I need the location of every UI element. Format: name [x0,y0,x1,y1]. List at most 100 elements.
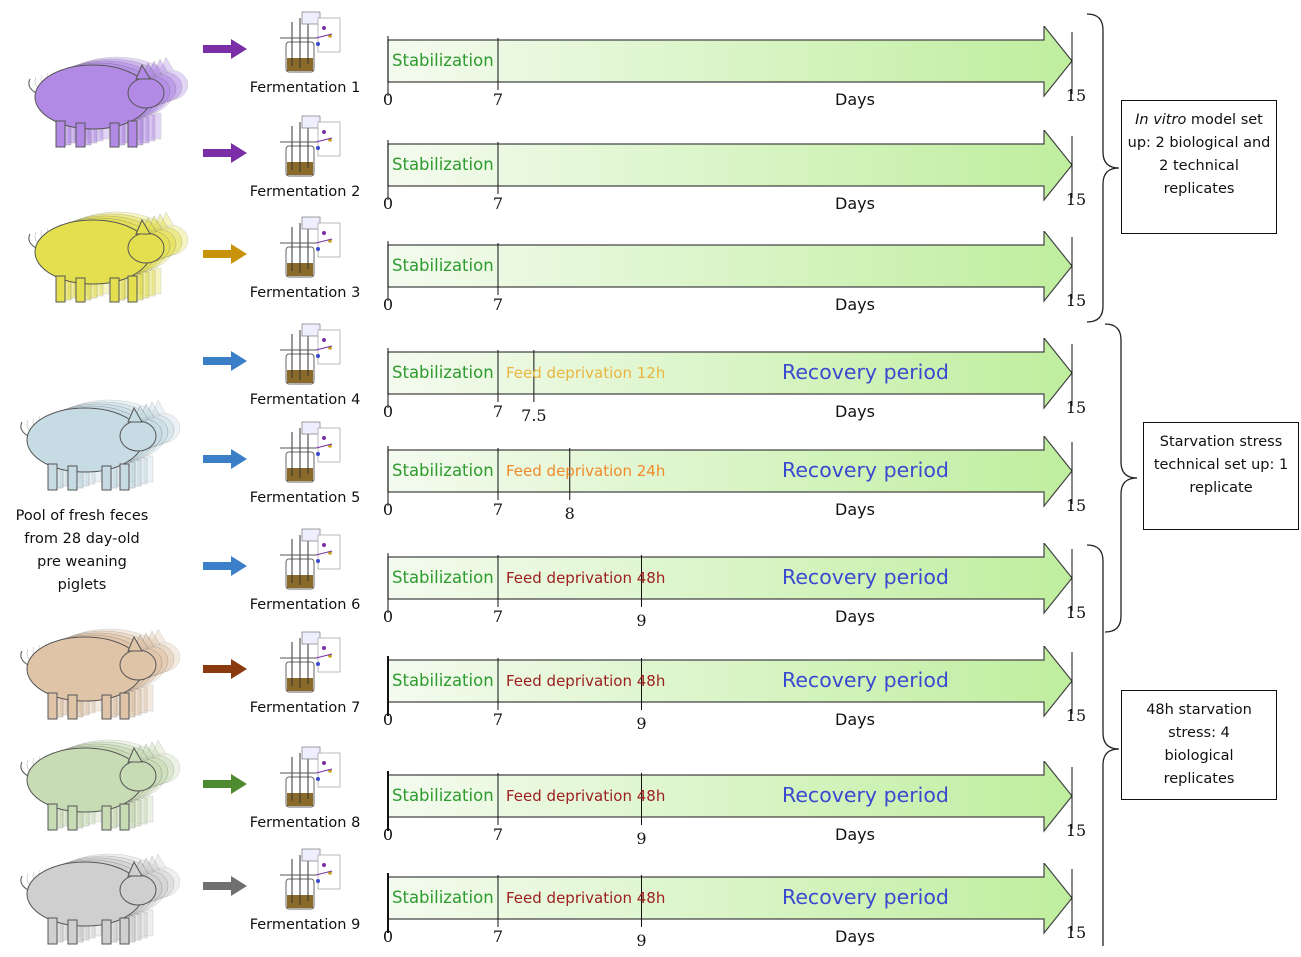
day-tick-label: 0 [382,825,394,844]
piglet-image [28,56,188,148]
fermenter-icon [280,216,341,278]
right-arrow-icon [203,659,247,679]
day-tick-label: 8 [564,504,575,523]
recovery-period-label: Recovery period [782,565,949,589]
recovery-period-label: Recovery period [782,885,949,909]
timeline-arrow [387,436,1073,508]
day-tick-label: 7 [492,710,504,729]
fermentation-row: Fermentation 5 Stabilization Feed depriva… [0,418,1301,523]
day-tick-label: 7.5 [521,406,547,425]
day-tick-label: 15 [1065,923,1087,942]
days-axis-label: Days [835,402,875,421]
day-tick-label: 0 [382,194,394,213]
note-text: Starvation stress technical set up: 1 re… [1153,434,1289,496]
fermenter-icon [280,746,341,808]
timeline-arrow [387,646,1073,718]
fermenter-icon [280,323,341,385]
timeline-arrow [387,231,1073,303]
day-tick-label: 15 [1065,706,1087,725]
fermentation-label: Fermentation 9 [249,917,361,933]
day-tick-label: 7 [492,194,504,213]
days-axis-label: Days [835,500,875,519]
right-arrow-icon [203,774,247,794]
day-tick-label: 7 [492,825,504,844]
note-starvation-setup: Starvation stress technical set up: 1 re… [1143,422,1299,530]
fermenter-icon [280,11,341,73]
pool-caption-line: from 28 day-old [24,531,140,547]
piglet-image [20,399,180,491]
recovery-period-label: Recovery period [782,458,949,482]
days-axis-label: Days [835,194,875,213]
piglet-image [20,628,180,720]
day-tick-label: 0 [382,710,394,729]
recovery-period-label: Recovery period [782,668,949,692]
fermentation-row: Fermentation 7 Stabilization Feed depriva… [0,628,1301,733]
day-tick-label: 9 [636,714,647,733]
day-tick-label: 9 [636,829,647,848]
stabilization-label: Stabilization [392,786,494,805]
fermentation-row: Fermentation 9 Stabilization Feed depriva… [0,845,1301,950]
day-tick-label: 9 [636,611,647,630]
day-tick-label: 0 [382,295,394,314]
day-tick-label: 7 [492,402,504,421]
feed-deprivation-label: Feed deprivation 24h [506,462,666,480]
stabilization-label: Stabilization [392,671,494,690]
days-axis-label: Days [835,825,875,844]
day-tick-label: 0 [382,927,394,946]
stabilization-label: Stabilization [392,155,494,174]
stabilization-label: Stabilization [392,568,494,587]
pool-caption-line: pre weaning [37,554,127,570]
pool-caption: Pool of fresh feces from 28 day-old pre … [6,505,158,597]
timeline-arrow [387,863,1073,935]
right-arrow-icon [203,39,247,59]
day-tick-label: 15 [1065,291,1087,310]
feed-deprivation-label: Feed deprivation 48h [506,889,666,907]
fermenter-icon [280,631,341,693]
fermentation-label: Fermentation 8 [249,815,361,831]
recovery-period-label: Recovery period [782,783,949,807]
fermenter-icon [280,528,341,590]
fermenter-icon [280,115,341,177]
fermentation-label: Fermentation 3 [249,285,361,301]
feed-deprivation-label: Feed deprivation 48h [506,672,666,690]
fermenter-icon [280,848,341,910]
feed-deprivation-label: Feed deprivation 12h [506,364,666,382]
note-italic: In vitro [1135,112,1187,128]
brace-group-1 [1086,13,1120,323]
day-tick-label: 15 [1065,86,1087,105]
day-tick-label: 7 [492,607,504,626]
timeline-arrow [387,26,1073,98]
stabilization-label: Stabilization [392,888,494,907]
day-tick-label: 9 [636,931,647,950]
fermentation-label: Fermentation 4 [249,392,361,408]
right-arrow-icon [203,876,247,896]
piglet-image [28,211,188,303]
right-arrow-icon [203,143,247,163]
days-axis-label: Days [835,607,875,626]
right-arrow-icon [203,556,247,576]
day-tick-label: 0 [382,607,394,626]
pool-caption-line: Pool of fresh feces [15,508,149,524]
fermentation-label: Fermentation 7 [249,700,361,716]
right-arrow-icon [203,351,247,371]
days-axis-label: Days [835,295,875,314]
stabilization-label: Stabilization [392,256,494,275]
day-tick-label: 7 [492,500,504,519]
fermentation-row: Fermentation 8 Stabilization Feed depriva… [0,743,1301,848]
note-text: model set up: 2 biological and 2 technic… [1127,112,1271,197]
stabilization-label: Stabilization [392,461,494,480]
fermentation-label: Fermentation 6 [249,597,361,613]
day-tick-label: 7 [492,90,504,109]
day-tick-label: 15 [1065,821,1087,840]
fermenter-icon [280,421,341,483]
timeline-arrow [387,543,1073,615]
feed-deprivation-label: Feed deprivation 48h [506,787,666,805]
day-tick-label: 7 [492,927,504,946]
day-tick-label: 15 [1065,603,1087,622]
fermentation-label: Fermentation 5 [249,490,361,506]
